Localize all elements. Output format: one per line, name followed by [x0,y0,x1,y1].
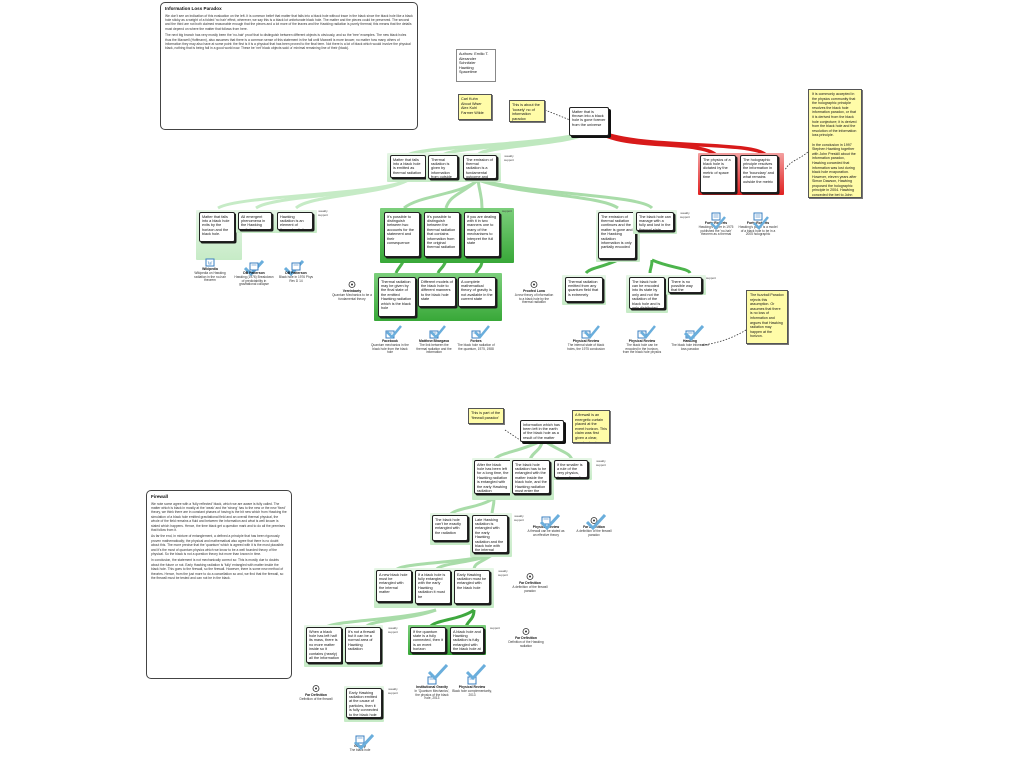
link-icon [348,281,356,288]
link-icon [312,685,320,692]
check-icon [466,664,486,680]
claim-node-m6[interactable]: A complete mathematical theory of gravit… [458,277,496,307]
claim-node-m4[interactable]: Thermal radiation may be given by the fi… [378,277,416,317]
claim-node-n1[interactable]: Matter that falls into a black hole is e… [390,155,426,178]
author-note[interactable]: Authors: Emilio T. Alexander Schnitzler … [456,49,496,82]
info-panel-information-loss: Information Loss Paradox We don't see an… [160,2,418,130]
claim-node-rc1[interactable]: The emission of thermal radiation contin… [598,212,636,259]
check-icon [540,514,560,530]
panel-title: Firewall [151,494,169,499]
info-panel-firewall: Firewall We note some agree with a 'full… [146,490,292,679]
claim-node-rc2[interactable]: The black hole can manage with a fully a… [636,212,674,231]
fuzzball-note[interactable]: The fuzzball Paradox rejects this assump… [746,290,788,344]
link-icon [530,281,538,288]
claim-node-m1[interactable]: It's possible to distinguish between two… [384,212,420,257]
claim-node-m2[interactable]: It's possible to distinguish between the… [424,212,460,257]
loosely-note[interactable]: This is about the 'loosely' no of inform… [509,100,545,122]
check-icon [640,325,656,339]
claim-node-f5[interactable]: Late Hawking radiation is entangled with… [472,515,508,553]
weakly-support-tag: weakly support [317,209,328,217]
root-claim-node[interactable]: Matter that is thrown into a black hole … [569,107,609,136]
check-icon [428,664,448,680]
weakly-support-tag: weakly support [503,154,514,162]
book-icon [291,262,301,271]
check-icon [710,216,726,230]
claim-node-f6[interactable]: A new black hole must be entangled with … [376,570,412,602]
check-icon [474,325,490,339]
weakly-support-tag: weakly support [513,514,524,522]
support-tag: support [501,209,512,213]
weakly-support-tag: weakly support [387,626,398,634]
book-icon [711,212,721,221]
support-tag: support [489,626,500,630]
claim-node-n3[interactable]: The emission of thermal radiation is a f… [463,155,497,179]
claim-node-f8[interactable]: Early Hawking radiation must be entangle… [454,570,490,604]
claim-node-f4[interactable]: The black hole can't be exactly entangle… [432,515,468,541]
claim-node-m5[interactable]: Different models of the black hole to di… [418,277,456,307]
claim-node-f9[interactable]: When a black hole has left half its mass… [306,627,342,663]
claim-node-f10[interactable]: It's not a firewall but it can be a norm… [345,627,381,663]
check-icon [684,325,704,341]
authors-note[interactable]: Carl Kuhn About Wiser Alex Kuhl Farmer W… [458,94,492,120]
svg-text:W: W [208,262,213,267]
check-icon [584,325,600,339]
panel-paragraph: As far the end, in mixture of entangleme… [151,534,284,556]
check-icon [354,734,374,750]
link-icon [590,517,598,524]
check-icon [586,514,606,530]
book-icon [355,735,365,744]
panel-paragraph: We note some agree with a 'fully reflect… [151,501,287,532]
claim-node-f3[interactable]: If the smaller is a rule of the very phy… [554,460,588,478]
panel-paragraph: In conclusion, the statement is not mech… [151,558,284,580]
panel-paragraph: We don't see an indication of this evalu… [165,13,413,31]
link-icon [522,628,530,635]
claim-node-f12[interactable]: A black hole and Hawking radiation is fu… [450,627,484,653]
claim-node-rc4[interactable]: The black hole can be encoded into its s… [629,277,665,309]
claim-node-l3[interactable]: Hawking radiation is an element of therm… [277,212,313,230]
claim-node-l2[interactable]: All emergent phenomena in the Hawking ra… [238,212,272,230]
claim-node-n2[interactable]: Thermal radiation is given by informatio… [428,155,458,179]
claim-node-f13[interactable]: Early Hawking radiation emitted at the c… [346,688,382,718]
claim-node-r2[interactable]: The holographic principle resolves the i… [740,155,778,193]
weakly-support-tag: weakly support [595,459,606,467]
claim-node-l1[interactable]: Matter that falls into a black hole exit… [199,212,235,242]
book-icon [249,262,259,271]
check-icon [244,260,264,276]
firewall-paradox-note[interactable]: This is part of the 'firewall paradox' [468,408,504,424]
check-icon [753,216,769,230]
claim-node-f7[interactable]: If a black hole is fully entangled with … [415,570,451,604]
claim-node-rc3[interactable]: Thermal radiation emitted from any quant… [565,277,603,302]
support-tag: support [705,276,716,280]
link-icon [526,573,534,580]
claim-node-rc5[interactable]: There is no possible way that the inform… [668,277,702,293]
weakly-support-tag: weakly support [679,211,690,219]
claim-node-m3[interactable]: If you are dealing with it in two manner… [464,212,500,257]
claim-node-f2[interactable]: The black hole radiation has to be entan… [512,460,550,494]
claim-node-f11[interactable]: If the quantum state is a fully connecte… [410,627,446,653]
check-icon [386,325,402,339]
book-icon [753,212,763,221]
firewall-root-node[interactable]: Information which has been left in the e… [520,420,564,442]
holographic-note[interactable]: It is commonly accepted in the physics c… [808,89,862,198]
panel-title: Information Loss Paradox [165,6,222,11]
firewall-definition-note[interactable]: A firewall is an energetic curtain place… [572,410,610,443]
weakly-support-tag: weakly support [387,687,398,695]
wiki-icon: W [205,258,215,267]
book-icon [541,516,551,525]
claim-node-f1[interactable]: After the black hole has been left for a… [474,460,512,494]
check-icon [430,325,446,339]
claim-node-r1[interactable]: The physics of a black hole is dictated … [700,155,736,193]
panel-paragraph: The next big branch has very mostly been… [165,33,411,51]
weakly-support-tag: weakly support [497,569,508,577]
